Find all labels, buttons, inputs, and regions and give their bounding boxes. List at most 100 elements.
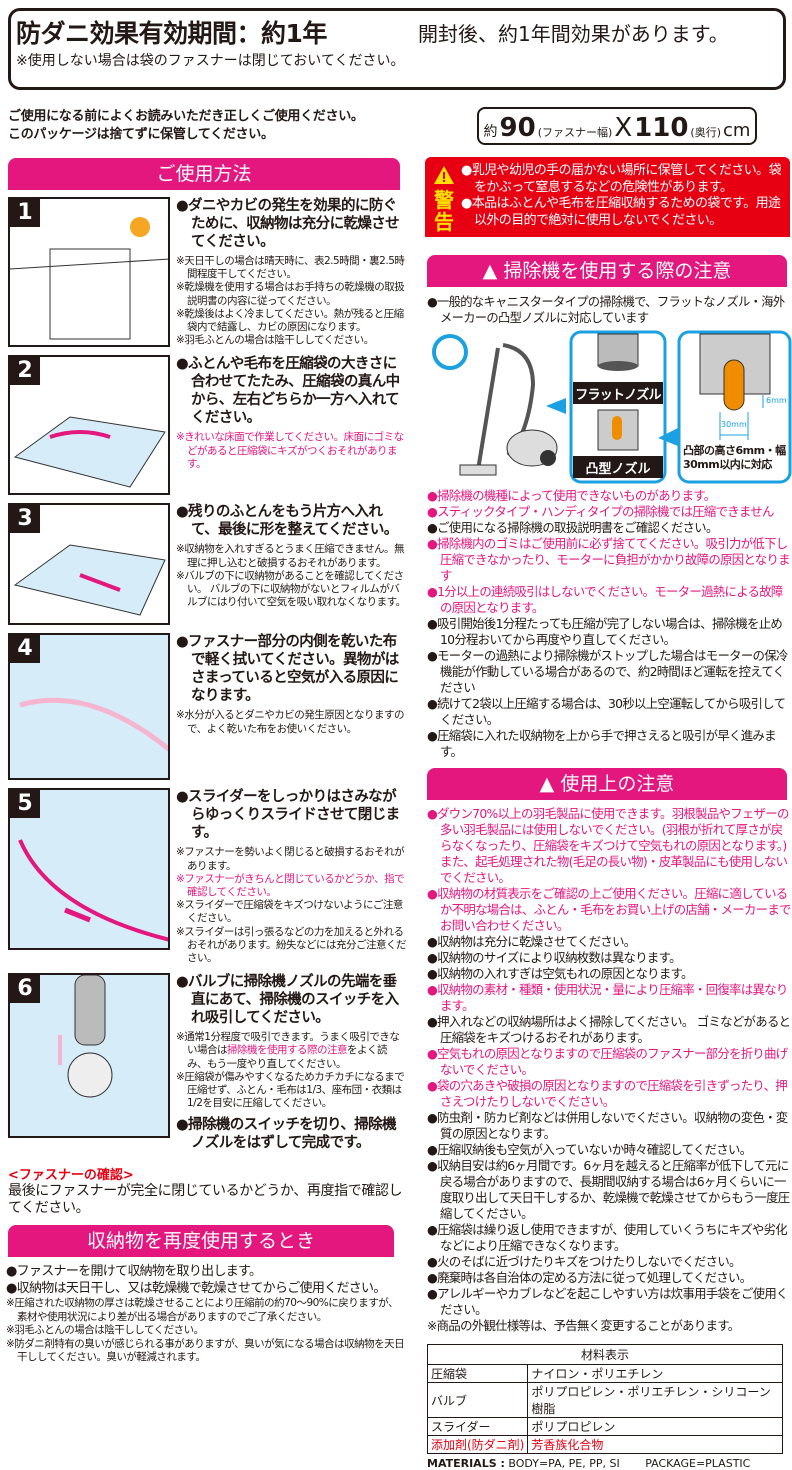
warning-triangle-icon: ▲	[482, 260, 504, 282]
vacuum-note-item: ●ご使用になる掃除機の取扱説明書をご確認ください。	[427, 520, 718, 535]
vacuum-intro: ●一般的なキャニスタータイプの掃除機で、フラットなノズル・海外メーカーの凸型ノズ…	[427, 295, 785, 325]
materials-table: 材料表示 圧縮袋ナイロン・ポリエチレンバルブポリプロピレン・ポリエチレン・シリコ…	[426, 1344, 783, 1454]
step-1-text: ●ダニやカビの発生を効果的に防ぐために、収納物は充分に乾燥させてください。※天日…	[176, 197, 406, 347]
step-illustration-icon	[13, 544, 166, 617]
caution-item: ●アレルギーやカブレなどを起こしやすい方は炊事用手袋をご使用ください。	[427, 1286, 788, 1317]
step-main-text: ●ダニやカビの発生を効果的に防ぐために、収納物は充分に乾燥させてください。	[176, 198, 400, 250]
step-6-illustration: 6	[8, 973, 170, 1139]
caution-item: ●圧縮袋は繰り返し使用できますが、使用していくうちにキズや劣化などにより圧縮でき…	[427, 1222, 788, 1253]
convex-nozzle-label: 凸型ノズル	[585, 462, 651, 477]
materials-row: 圧縮袋ナイロン・ポリエチレン	[426, 1364, 783, 1383]
size-box: 約 90 (ファスナー幅) X 110 (奥行) cm	[477, 107, 757, 145]
materials-part: 圧縮袋	[426, 1364, 529, 1383]
step-2: 2 ●ふとんや毛布を圧縮袋の大きさに合わせてたたみ、圧縮袋の真ん中から、左右どち…	[8, 355, 406, 496]
caution-item: ●収納目安は約6ヶ月間です。6ヶ月を越えると圧縮率が低下して元に戻る場合がありま…	[427, 1158, 790, 1221]
caution-item: ●収納物の入れすぎは空気もれの原因となります。	[427, 966, 693, 981]
step-number: 6	[10, 975, 40, 1004]
caution-item: ●圧縮収納後も空気が入っていないか時々確認してください。	[427, 1142, 752, 1157]
zipper-check: <ファスナーの確認> 最後にファスナーが完全に閉じているかどうか、再度指で確認し…	[8, 1164, 406, 1217]
left-column: ご使用方法 1 ●ダニやカビの発生を効果的に防ぐために、収納物は充分に乾燥させて…	[6, 158, 406, 1365]
caution-item: ●収納物は充分に乾燥させてください。	[427, 934, 636, 949]
step-2-illustration: 2	[8, 355, 170, 496]
vacuum-note-item: ●続けて2袋以上圧縮する場合は、30秒以上空運転してから吸引してください。	[427, 696, 786, 727]
reuse-item: ●ファスナーを開けて収納物を取り出します。	[6, 1264, 262, 1280]
step-5: 5 ●スライダーをしっかりはさみながらゆっくりスライドさせて閉じます。 ※ファスナ…	[8, 788, 406, 965]
step-note-text: をよく読み、もう一度やり直してください。	[187, 1044, 388, 1070]
step-illustration-icon	[58, 975, 113, 1098]
caution-item: ●袋の穴あきや破損の原因となりますので圧縮袋を引きずったり、押さえつけたりしない…	[427, 1078, 788, 1109]
step-illustration-icon	[19, 698, 168, 753]
materials-row: 添加剤(防ダニ剤)芳香族化合物	[426, 1435, 783, 1454]
materials-part: 添加剤(防ダニ剤)	[426, 1435, 529, 1454]
caution-item: ●収納物のサイズにより収納枚数は異なります。	[427, 950, 681, 965]
width-dimension: 30mm	[721, 420, 747, 429]
caution-item: ●ダウン70%以上の羽毛製品に使用できます。羽根製品やフェザーの多い羽毛製品には…	[427, 806, 789, 885]
step-main-text: ●残りのふとんをもう片方へ入れて、最後に形を整えてください。	[176, 504, 398, 539]
right-column-lower: ●掃除機の機種によって使用できないものがあります。●スティックタイプ・ハンディタ…	[426, 488, 792, 1470]
reuse-item: ●収納物は天日干し、又は乾燥機で乾燥させてからご使用ください。	[6, 1281, 386, 1297]
vacuum-note-item: ●掃除機の機種によって使用できないものがあります。	[427, 488, 716, 503]
caution-header: ▲ 使用上の注意	[427, 768, 787, 800]
intro-line: ご使用になる前によくお読みいただき正しくご使用ください。	[8, 109, 364, 124]
vacuum-note-item: ●掃除機内のゴミはご使用前に必ず捨ててください。吸引力が低下し圧縮できなかったり…	[427, 536, 791, 583]
caution-item: ●防虫剤・防カビ剤などは併用しないでください。収納物の変色・変質の原因となります…	[427, 1110, 788, 1141]
vacuum-note-item: ●モーターの過熱により掃除機がストップした場合はモーターの保冷機能が作動している…	[427, 648, 788, 695]
size-width-label: (ファスナー幅)	[537, 126, 613, 139]
step-number: 4	[10, 635, 40, 664]
step-illustration-icon	[10, 217, 168, 340]
effect-period-title: 防ダニ効果有効期間：約1年	[16, 19, 327, 48]
materials-part: スライダー	[426, 1417, 529, 1436]
caution-item: ※商品の外観仕様等は、予告無く変更することがあります。	[427, 1318, 740, 1333]
materials-material: ポリプロピレン	[527, 1417, 783, 1436]
materials-footer-label: MATERIALS :	[427, 1457, 505, 1470]
step-main-text: ●掃除機のスイッチを切り、掃除機ノズルをはずして完成です。	[176, 1117, 397, 1152]
step-note: ※水分が入るとダニやカビの発生原因となりますので、よく乾いた布をお使いください。	[176, 709, 404, 735]
step-note: ※乾燥機を使用する場合はお手持ちの乾燥機の取扱説明書の内容に従ってください。	[176, 281, 405, 307]
step-note: ※スライダーで圧縮袋をキズつけないようにご注意ください。	[176, 899, 403, 925]
step-note: ※バルブの下に収納物があることを確認してください。 バルブの下に収納物がないとフ…	[176, 569, 406, 609]
warning-label: 警告	[433, 165, 455, 233]
materials-material: 芳香族化合物	[527, 1435, 783, 1454]
size-x: X	[614, 113, 633, 143]
effect-period-subtitle: 開封後、約1年間効果があります。	[418, 22, 729, 46]
reuse-header: 収納物を再度使用するとき	[8, 1225, 394, 1258]
step-1-illustration: 1	[8, 197, 170, 347]
step-note-highlight: 掃除機を使用する際の注意	[227, 1044, 348, 1057]
step-3-illustration: 3	[8, 503, 170, 626]
step-2-text: ●ふとんや毛布を圧縮袋の大きさに合わせてたたみ、圧縮袋の真ん中から、左右どちらか…	[176, 355, 406, 495]
step-main-text: ●バルブに掃除機ノズルの先端を垂直にあて、掃除機のスイッチを入れ吸引してください…	[176, 974, 399, 1027]
step-main-text: ●ふとんや毛布を圧縮袋の大きさに合わせてたたみ、圧縮袋の真ん中から、左右どちらか…	[176, 356, 400, 427]
step-1: 1 ●ダニやカビの発生を効果的に防ぐために、収納物は充分に乾燥させてください。※…	[8, 197, 406, 347]
step-note: ※収納物を入れすぎるとうまく圧縮できません。無理に押し込むと破損するおそれがあり…	[176, 543, 404, 569]
vacuum-cleaner-icon	[432, 330, 792, 484]
step-3-text: ●残りのふとんをもう片方へ入れて、最後に形を整えてください。 ※収納物を入れすぎる…	[176, 503, 406, 625]
caution-item: ●火のそばに近づけたりキズをつけたりしないでください。	[427, 1254, 741, 1269]
step-4-illustration: 4	[8, 633, 170, 781]
step-number: 5	[10, 790, 40, 819]
step-note: ※通常1分程度で吸引できます。うまく吸引できない場合は掃除機を使用する際の注意を…	[176, 1031, 406, 1071]
warning-label-text: 警告	[434, 188, 454, 234]
intro-text: ご使用になる前によくお読みいただき正しくご使用ください。 このパッケージは捨てず…	[8, 108, 364, 144]
zipper-check-text: 最後にファスナーが完全に閉じているかどうか、再度指で確認してください。	[8, 1183, 403, 1217]
vacuum-header-text: 掃除機を使用する際の注意	[503, 260, 732, 282]
materials-row: バルブポリプロピレン・ポリエチレン・シリコーン樹脂	[426, 1382, 783, 1418]
height-dimension: 6mm	[766, 396, 787, 405]
step-note: ※きれいな床面で作業してください。床面にゴミなどがあると圧縮袋にキズがつくおそれ…	[176, 431, 404, 470]
step-number: 1	[10, 199, 40, 227]
step-note: ※ファスナーを勢いよく閉じると破損するおそれがあります。	[176, 846, 405, 872]
step-number: 2	[10, 357, 40, 386]
vacuum-header: ▲ 掃除機を使用する際の注意	[427, 255, 787, 287]
materials-footer-package: PACKAGE=PLASTIC	[645, 1457, 751, 1470]
reuse-item: ※羽毛ふとんの場合は陰干ししてください。	[6, 1324, 204, 1337]
caution-item: ●収納物の素材・種類・使用状況・量により圧縮率・回復率は異なります。	[427, 982, 788, 1013]
step-6-text: ●バルブに掃除機ノズルの先端を垂直にあて、掃除機のスイッチを入れ吸引してください…	[176, 973, 406, 1156]
vacuum-illustration: フラットノズル 凸型ノズル 6mm 30mm 凸部の高さ6mm・幅30mm以内に…	[428, 330, 792, 486]
warning-item: ●本品はふとんや毛布を圧縮収納するための袋です。用途以外の目的で絶対に使用しない…	[461, 196, 781, 228]
step-note-text: ※通常1分程度で吸引できます。うまく吸引できない場合は	[176, 1031, 400, 1057]
intro-line: このパッケージは捨てずに保管してください。	[8, 127, 274, 142]
materials-row: スライダーポリプロピレン	[426, 1417, 783, 1436]
reuse-item: ※圧縮された収納物の厚さは乾燥させることにより圧縮前の約70〜90%に戻りますが…	[6, 1297, 399, 1323]
materials-part: バルブ	[426, 1382, 529, 1418]
step-main-text: ●スライダーをしっかりはさみながらゆっくりスライドさせて閉じます。	[176, 789, 400, 842]
caution-item: ●廃棄時は各自治体の定める方法に従って処理してください。	[427, 1270, 752, 1285]
